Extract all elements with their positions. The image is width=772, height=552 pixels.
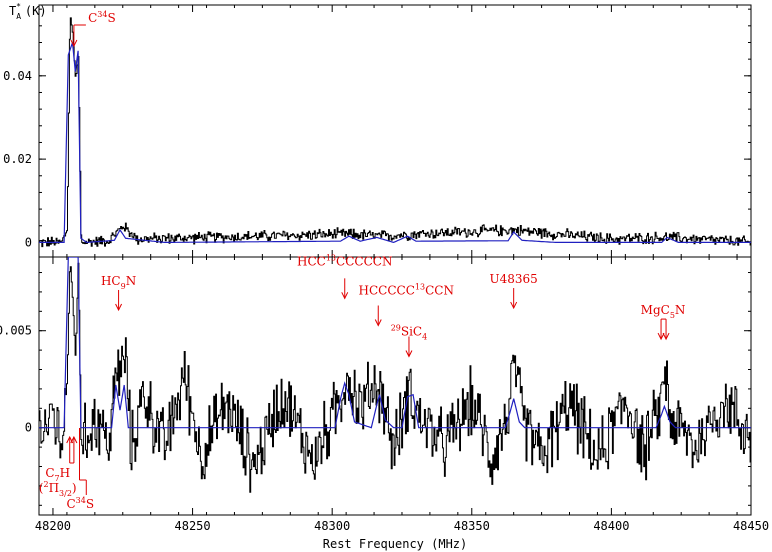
y-tick-label: 0.005 (0, 324, 32, 338)
annotation-label: U48365 (490, 272, 538, 286)
annotation-label: 29SiC4 (391, 324, 428, 342)
annotation-label: MgC5N (641, 303, 686, 320)
x-tick-label: 48350 (454, 519, 490, 533)
x-tick-label: 48300 (314, 519, 350, 533)
annotation-arrowhead (662, 332, 670, 341)
bottom-panel: 0 0.005 48200 48250 48300 48350 48400 48450 HC9N… (0, 253, 769, 533)
x-tick-label: 48250 (175, 519, 211, 533)
annotation-label: (2Π3/2) (39, 480, 77, 498)
annotation-arrowhead (657, 332, 665, 341)
annotation-arrowhead (70, 435, 78, 444)
data-series (39, 17, 751, 248)
data-series (39, 262, 751, 493)
y-tick-label: 0.04 (3, 69, 32, 83)
annotation-label: HCCCCC13CCN (359, 282, 454, 297)
annotation-arrowhead (405, 350, 413, 358)
x-tick-label: 48450 (733, 519, 769, 533)
bottom-panel-frame (38, 256, 752, 516)
model-series (39, 257, 751, 429)
annotation-arrowhead (70, 39, 78, 48)
annotation-label: C34S (66, 496, 94, 511)
annotation-arrowhead (115, 303, 123, 312)
annotation-label: C34S (88, 10, 116, 25)
annotation-label: HC9N (101, 274, 136, 291)
annotation-label: C7H (45, 466, 70, 483)
y-tick-label: 0 (25, 421, 32, 435)
top-panel-frame (38, 4, 752, 258)
top-panel: 0 0.02 0.04 C34S (3, 5, 752, 257)
annotation-arrowhead (341, 292, 349, 300)
x-tick-label: 48400 (593, 519, 629, 533)
annotation-arrowhead (510, 301, 518, 310)
annotation-label: HCC13CCCCCN (297, 253, 392, 268)
y-axis-label: TA*(K) (9, 2, 47, 21)
model-series (39, 42, 751, 244)
y-tick-label: 0.02 (3, 152, 32, 166)
annotation-arrowhead (374, 319, 382, 327)
y-tick-label: 0 (25, 235, 32, 249)
x-tick-label: 48200 (35, 519, 71, 533)
x-axis-label: Rest Frequency (MHz) (323, 537, 468, 551)
